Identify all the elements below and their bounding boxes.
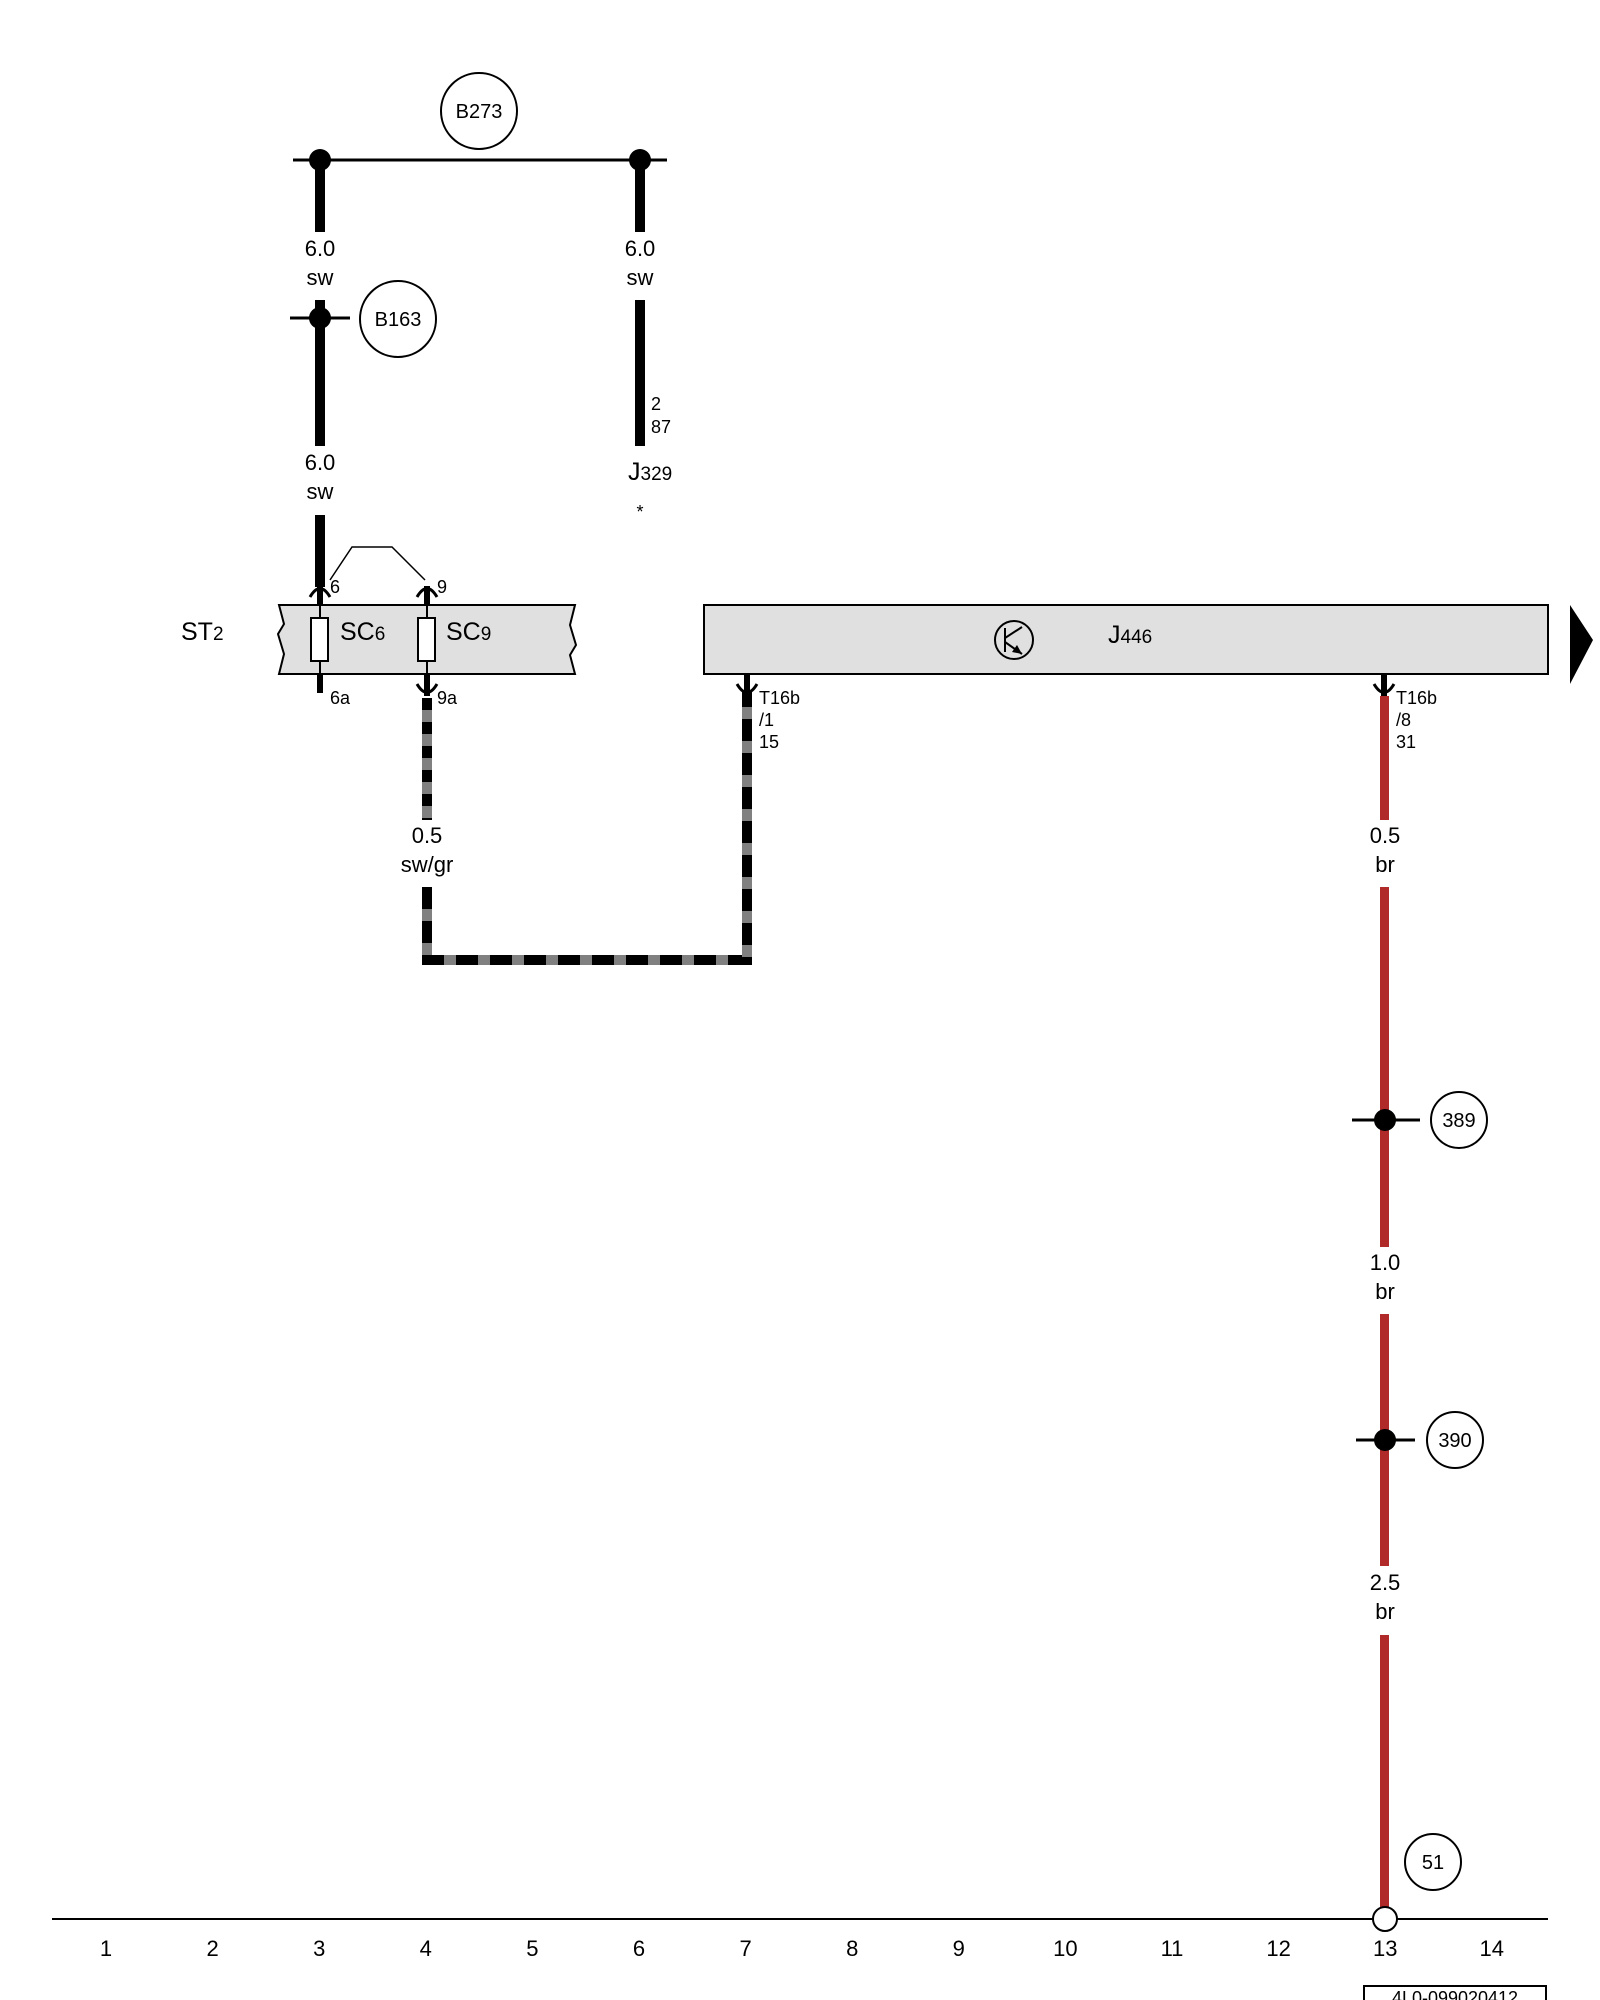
column-label-12: 12 bbox=[1266, 1936, 1290, 1961]
j329-pin-top: 2 bbox=[651, 394, 661, 414]
wire-w2-size: 6.0 bbox=[305, 450, 336, 475]
t16b1-pin bbox=[744, 674, 750, 696]
wire-w4-color: sw/gr bbox=[401, 852, 454, 877]
wire-w2-segment bbox=[315, 300, 325, 446]
column-label-3: 3 bbox=[313, 1936, 325, 1961]
wire-w4-size: 0.5 bbox=[412, 823, 443, 848]
wire-w7-size: 2.5 bbox=[1370, 1570, 1401, 1595]
sc9-bottom-pin bbox=[424, 674, 430, 696]
wire-w6-color: br bbox=[1375, 1279, 1395, 1304]
column-label-1: 1 bbox=[100, 1936, 112, 1961]
j329-pin-bottom: 87 bbox=[651, 417, 671, 437]
j329-note: * bbox=[636, 502, 643, 522]
j446-transistor-symbol bbox=[994, 620, 1034, 660]
footer-code-box bbox=[1363, 1985, 1547, 2000]
j446-label: J446 bbox=[1108, 621, 1152, 649]
t16b8-label-line2: /8 bbox=[1396, 710, 1411, 730]
sc6-label: SC6 bbox=[340, 618, 385, 646]
t16b1-label-line2: /1 bbox=[759, 710, 774, 730]
column-label-2: 2 bbox=[206, 1936, 218, 1961]
t16b8-pin bbox=[1381, 674, 1387, 696]
j446-transistor-arrow bbox=[1012, 645, 1022, 654]
wire-w1-segment bbox=[315, 160, 325, 232]
sc6-top-pin bbox=[317, 586, 323, 606]
column-label-13: 13 bbox=[1373, 1936, 1397, 1961]
wire-w3-segment bbox=[635, 160, 645, 232]
continuation-arrow-icon bbox=[1570, 605, 1593, 684]
sc6-top-pin-label: 6 bbox=[330, 577, 340, 597]
ref-389-label: 389 bbox=[1442, 1110, 1475, 1132]
sc9-top-pin-label: 9 bbox=[437, 577, 447, 597]
wire-w4-lower-segment bbox=[422, 690, 752, 965]
j446-module bbox=[703, 604, 1549, 675]
column-label-5: 5 bbox=[526, 1936, 538, 1961]
wire-w2b-segment bbox=[315, 515, 325, 587]
t16b8-label-line3: 31 bbox=[1396, 732, 1416, 752]
column-label-14: 14 bbox=[1480, 1936, 1504, 1961]
sc9-bottom-pin-label: 9a bbox=[437, 688, 458, 708]
wire-w5-color: br bbox=[1375, 852, 1395, 877]
column-label-11: 11 bbox=[1161, 1936, 1184, 1961]
ref-51-label: 51 bbox=[1422, 1852, 1444, 1874]
wire-w2-color: sw bbox=[307, 479, 334, 504]
wire-w5-segment bbox=[1380, 696, 1389, 820]
wire-w1-size: 6.0 bbox=[305, 236, 336, 261]
sc9-top-pin bbox=[424, 586, 430, 606]
ref-51-circle bbox=[1404, 1833, 1462, 1891]
j329-label: J329 bbox=[628, 458, 672, 486]
wire-w7-color: br bbox=[1375, 1599, 1395, 1624]
t16b1-label-line1: T16b bbox=[759, 688, 800, 708]
sc9-label: SC9 bbox=[446, 618, 491, 646]
column-label-9: 9 bbox=[953, 1936, 965, 1961]
sc9-fuse-body bbox=[417, 617, 436, 662]
ref-390-label: 390 bbox=[1438, 1430, 1471, 1452]
column-label-10: 10 bbox=[1053, 1936, 1077, 1961]
wire-w1-color: sw bbox=[307, 265, 334, 290]
b273-ref-circle bbox=[440, 72, 518, 150]
sc6-fuse-body bbox=[310, 617, 329, 662]
wire-w4-lower-segment-gray bbox=[422, 690, 752, 965]
column-label-8: 8 bbox=[846, 1936, 858, 1961]
j446-transistor-collector bbox=[1004, 626, 1023, 639]
t16b8-label-line1: T16b bbox=[1396, 688, 1437, 708]
column-label-7: 7 bbox=[739, 1936, 751, 1961]
footer-code: 4L0-099020412 bbox=[1392, 1988, 1518, 2000]
st2-label: ST2 bbox=[181, 618, 224, 646]
column-label-6: 6 bbox=[633, 1936, 645, 1961]
b163-ref-label: B163 bbox=[375, 309, 422, 331]
wire-w5b-segment bbox=[1380, 887, 1389, 1247]
t16b1-label-line3: 15 bbox=[759, 732, 779, 752]
splice-390-node bbox=[1374, 1429, 1396, 1451]
ref-390-circle bbox=[1426, 1411, 1484, 1469]
b273-ref-label: B273 bbox=[456, 101, 503, 123]
b163-ref-circle bbox=[359, 280, 437, 358]
sc6-bottom-pin-label: 6a bbox=[330, 688, 351, 708]
wire-w3-size: 6.0 bbox=[625, 236, 656, 261]
wire-w5-size: 0.5 bbox=[1370, 823, 1401, 848]
sc6-bottom-pin bbox=[317, 674, 323, 693]
wire-w7-segment bbox=[1380, 1635, 1389, 1917]
column-label-4: 4 bbox=[420, 1936, 432, 1961]
wire-w3-color: sw bbox=[627, 265, 654, 290]
splice-389-node bbox=[1374, 1109, 1396, 1131]
b163-node bbox=[309, 307, 331, 329]
ref-389-circle bbox=[1430, 1091, 1488, 1149]
wire-w3b-segment bbox=[635, 300, 645, 446]
ground-point-51 bbox=[1372, 1906, 1398, 1932]
wire-w6-size: 1.0 bbox=[1370, 1250, 1401, 1275]
fuse-bridge-line bbox=[329, 546, 426, 581]
